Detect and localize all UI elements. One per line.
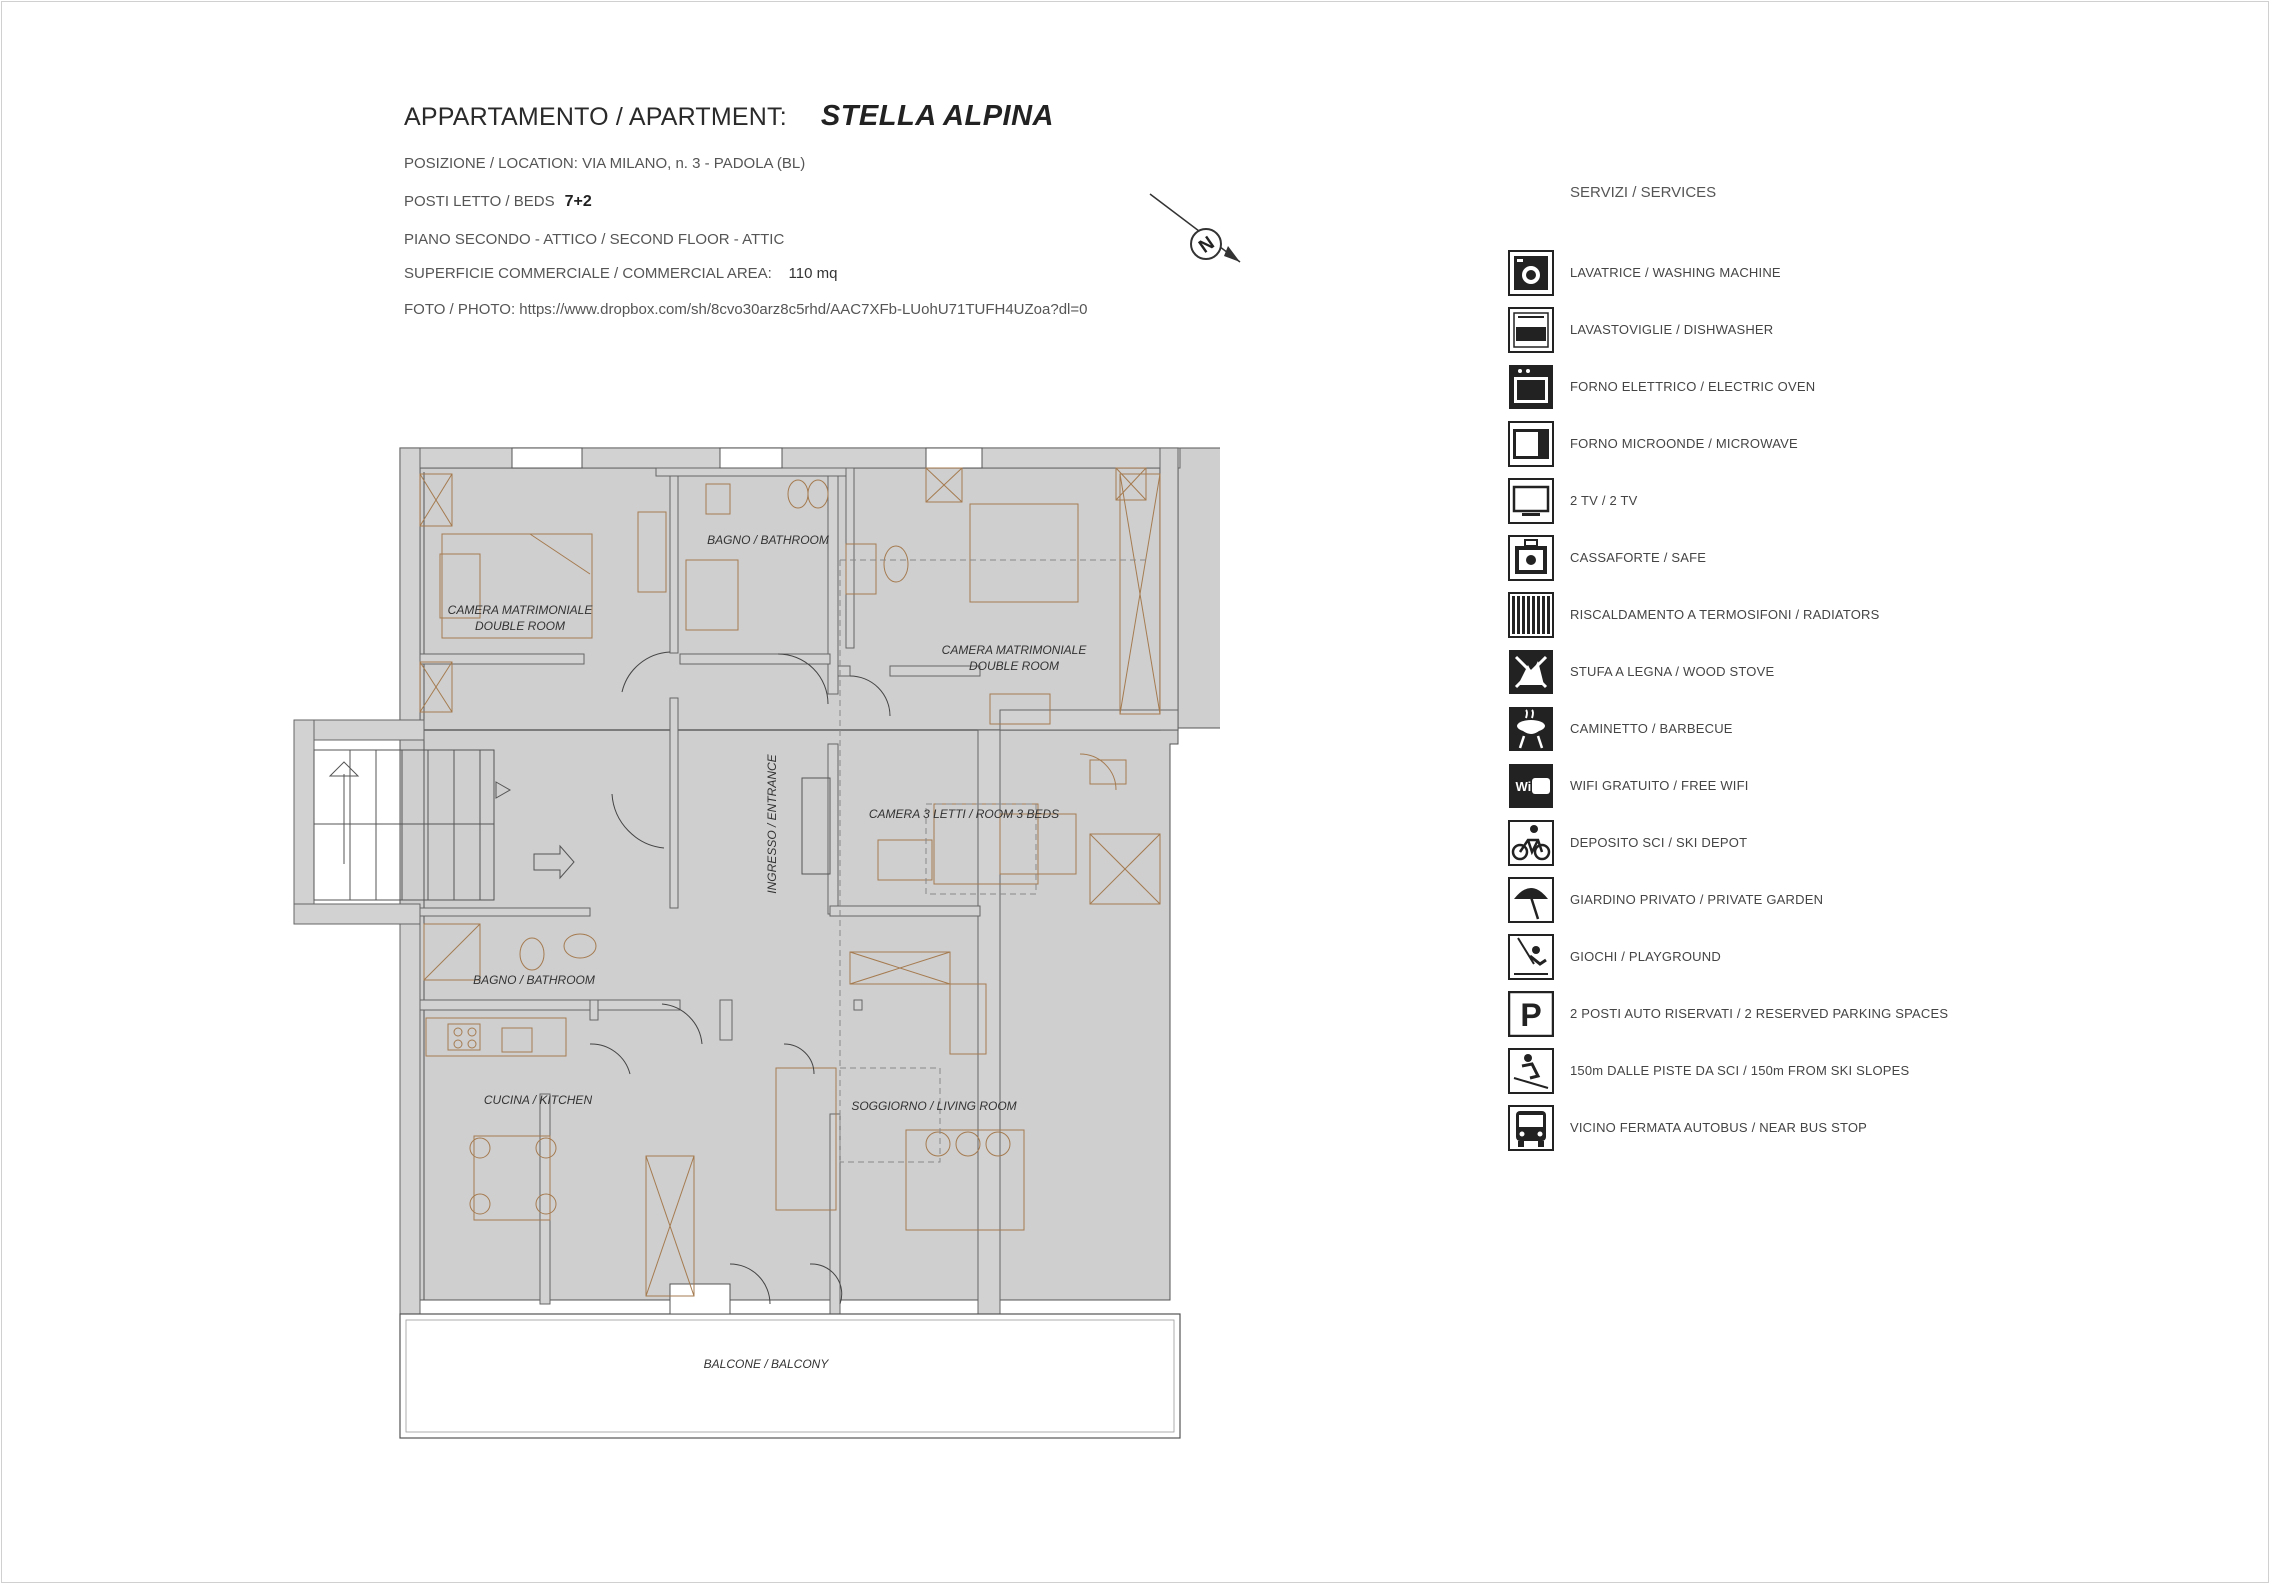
- double-room-1-label-b: DOUBLE ROOM: [475, 619, 565, 633]
- service-item: LAVATRICE / WASHING MACHINE: [1506, 250, 2026, 298]
- double-room-2-label-b: DOUBLE ROOM: [969, 659, 1059, 673]
- service-item: RISCALDAMENTO A TERMOSIFONI / RADIATORS: [1506, 592, 2026, 640]
- service-item: 150m DALLE PISTE DA SCI / 150m FROM SKI …: [1506, 1048, 2026, 1096]
- service-item: VICINO FERMATA AUTOBUS / NEAR BUS STOP: [1506, 1105, 2026, 1153]
- wifi-icon: Wi Fi: [1509, 764, 1553, 808]
- service-label: CASSAFORTE / SAFE: [1570, 550, 1707, 565]
- parking-icon-text: P: [1520, 997, 1541, 1033]
- service-item: P 2 POSTI AUTO RISERVATI / 2 RESERVED PA…: [1506, 991, 2026, 1039]
- area-label: SUPERFICIE COMMERCIALE / COMMERCIAL AREA…: [404, 265, 772, 282]
- service-label: 2 POSTI AUTO RISERVATI / 2 RESERVED PARK…: [1570, 1006, 1949, 1021]
- umbrella-icon: [1508, 877, 1554, 923]
- service-item: CAMINETTO / BARBECUE: [1506, 706, 2026, 754]
- service-label: CAMINETTO / BARBECUE: [1570, 721, 1733, 736]
- service-item: CASSAFORTE / SAFE: [1506, 535, 2026, 583]
- beds-value: 7+2: [564, 193, 592, 210]
- service-label: 150m DALLE PISTE DA SCI / 150m FROM SKI …: [1570, 1063, 1910, 1078]
- oven-icon: [1509, 365, 1553, 409]
- entrance-label: INGRESSO / ENTRANCE: [765, 753, 779, 893]
- door-swings: [589, 651, 891, 1305]
- wifi-icon-text: Wi Fi: [1516, 779, 1547, 794]
- service-item: GIOCHI / PLAYGROUND: [1506, 934, 2026, 982]
- double-room-2-label-a: CAMERA MATRIMONIALE: [942, 643, 1088, 657]
- safe-icon: [1508, 535, 1554, 581]
- area-value: 110 mq: [788, 265, 838, 282]
- windows: [511, 447, 983, 1315]
- location-text: POSIZIONE / LOCATION: VIA MILANO, n. 3 -…: [404, 155, 806, 172]
- dishwasher-icon: [1508, 307, 1554, 353]
- services-title: SERVIZI / SERVICES: [1570, 184, 1717, 201]
- double-room-1-label-a: CAMERA MATRIMONIALE: [448, 603, 594, 617]
- service-item: FORNO ELETTRICO / ELECTRIC OVEN: [1506, 364, 2026, 412]
- service-item: STUFA A LEGNA / WOOD STOVE: [1506, 649, 2026, 697]
- service-item: DEPOSITO SCI / SKI DEPOT: [1506, 820, 2026, 868]
- living-room-label: SOGGIORNO / LIVING ROOM: [851, 1099, 1016, 1113]
- bus-icon: [1508, 1105, 1554, 1151]
- service-item: Wi Fi WIFI GRATUITO / FREE WIFI: [1506, 763, 2026, 811]
- title-label: APPARTAMENTO / APARTMENT:: [404, 103, 787, 131]
- skier-icon: [1508, 1048, 1554, 1094]
- service-label: FORNO MICROONDE / MICROWAVE: [1570, 436, 1798, 451]
- service-label: DEPOSITO SCI / SKI DEPOT: [1570, 835, 1748, 850]
- service-label: 2 TV / 2 TV: [1570, 493, 1638, 508]
- balcony-outline: [399, 1313, 1181, 1439]
- bathroom-2-label: BAGNO / BATHROOM: [473, 973, 595, 987]
- service-item: GIARDINO PRIVATO / PRIVATE GARDEN: [1506, 877, 2026, 925]
- service-label: LAVATRICE / WASHING MACHINE: [1570, 265, 1781, 280]
- bicycle-icon: [1508, 820, 1554, 866]
- header: APPARTAMENTO / APARTMENT: STELLA ALPINA …: [404, 100, 1087, 317]
- wall-fill: [293, 447, 1181, 1335]
- balcony-label: BALCONE / BALCONY: [704, 1357, 830, 1371]
- service-item: 2 TV / 2 TV: [1506, 478, 2026, 526]
- tv-icon: [1508, 478, 1554, 524]
- service-label: GIARDINO PRIVATO / PRIVATE GARDEN: [1570, 892, 1824, 907]
- kitchen-label: CUCINA / KITCHEN: [484, 1093, 593, 1107]
- parking-icon: P: [1508, 991, 1554, 1037]
- microwave-icon: [1508, 421, 1554, 467]
- service-item: LAVASTOVIGLIE / DISHWASHER: [1506, 307, 2026, 355]
- barbecue-icon: [1509, 707, 1553, 751]
- staircase: [313, 749, 575, 901]
- service-label: GIOCHI / PLAYGROUND: [1570, 949, 1721, 964]
- photo-link[interactable]: FOTO / PHOTO: https://www.dropbox.com/sh…: [404, 301, 1088, 318]
- title-row: APPARTAMENTO / APARTMENT: STELLA ALPINA: [404, 100, 1054, 133]
- service-item: FORNO MICROONDE / MICROWAVE: [1506, 421, 2026, 469]
- room-3-beds-label: CAMERA 3 LETTI / ROOM 3 BEDS: [869, 807, 1059, 821]
- apartment-name: STELLA ALPINA: [820, 100, 1054, 132]
- wood-stove-icon: [1509, 650, 1553, 694]
- swing-icon: [1508, 934, 1554, 980]
- service-label: VICINO FERMATA AUTOBUS / NEAR BUS STOP: [1570, 1120, 1868, 1135]
- north-arrow-icon: N: [1149, 193, 1241, 263]
- floor-text: PIANO SECONDO - ATTICO / SECOND FLOOR - …: [404, 231, 785, 248]
- service-label: RISCALDAMENTO A TERMOSIFONI / RADIATORS: [1570, 607, 1880, 622]
- washing-machine-icon: [1508, 250, 1554, 296]
- radiator-icon: [1508, 592, 1554, 638]
- area-row: SUPERFICIE COMMERCIALE / COMMERCIAL AREA…: [404, 266, 837, 281]
- service-label: WIFI GRATUITO / FREE WIFI: [1570, 778, 1749, 793]
- floor-plan: CAMERA MATRIMONIALE DOUBLE ROOM BAGNO / …: [293, 447, 1220, 1439]
- service-label: STUFA A LEGNA / WOOD STOVE: [1570, 664, 1775, 679]
- service-label: LAVASTOVIGLIE / DISHWASHER: [1570, 322, 1774, 337]
- beds-row: POSTI LETTO / BEDS 7+2: [404, 194, 592, 210]
- bathroom-1-label: BAGNO / BATHROOM: [707, 533, 829, 547]
- dashed-lines: [839, 559, 1150, 1163]
- service-label: FORNO ELETTRICO / ELECTRIC OVEN: [1570, 379, 1816, 394]
- beds-label: POSTI LETTO / BEDS: [404, 193, 555, 210]
